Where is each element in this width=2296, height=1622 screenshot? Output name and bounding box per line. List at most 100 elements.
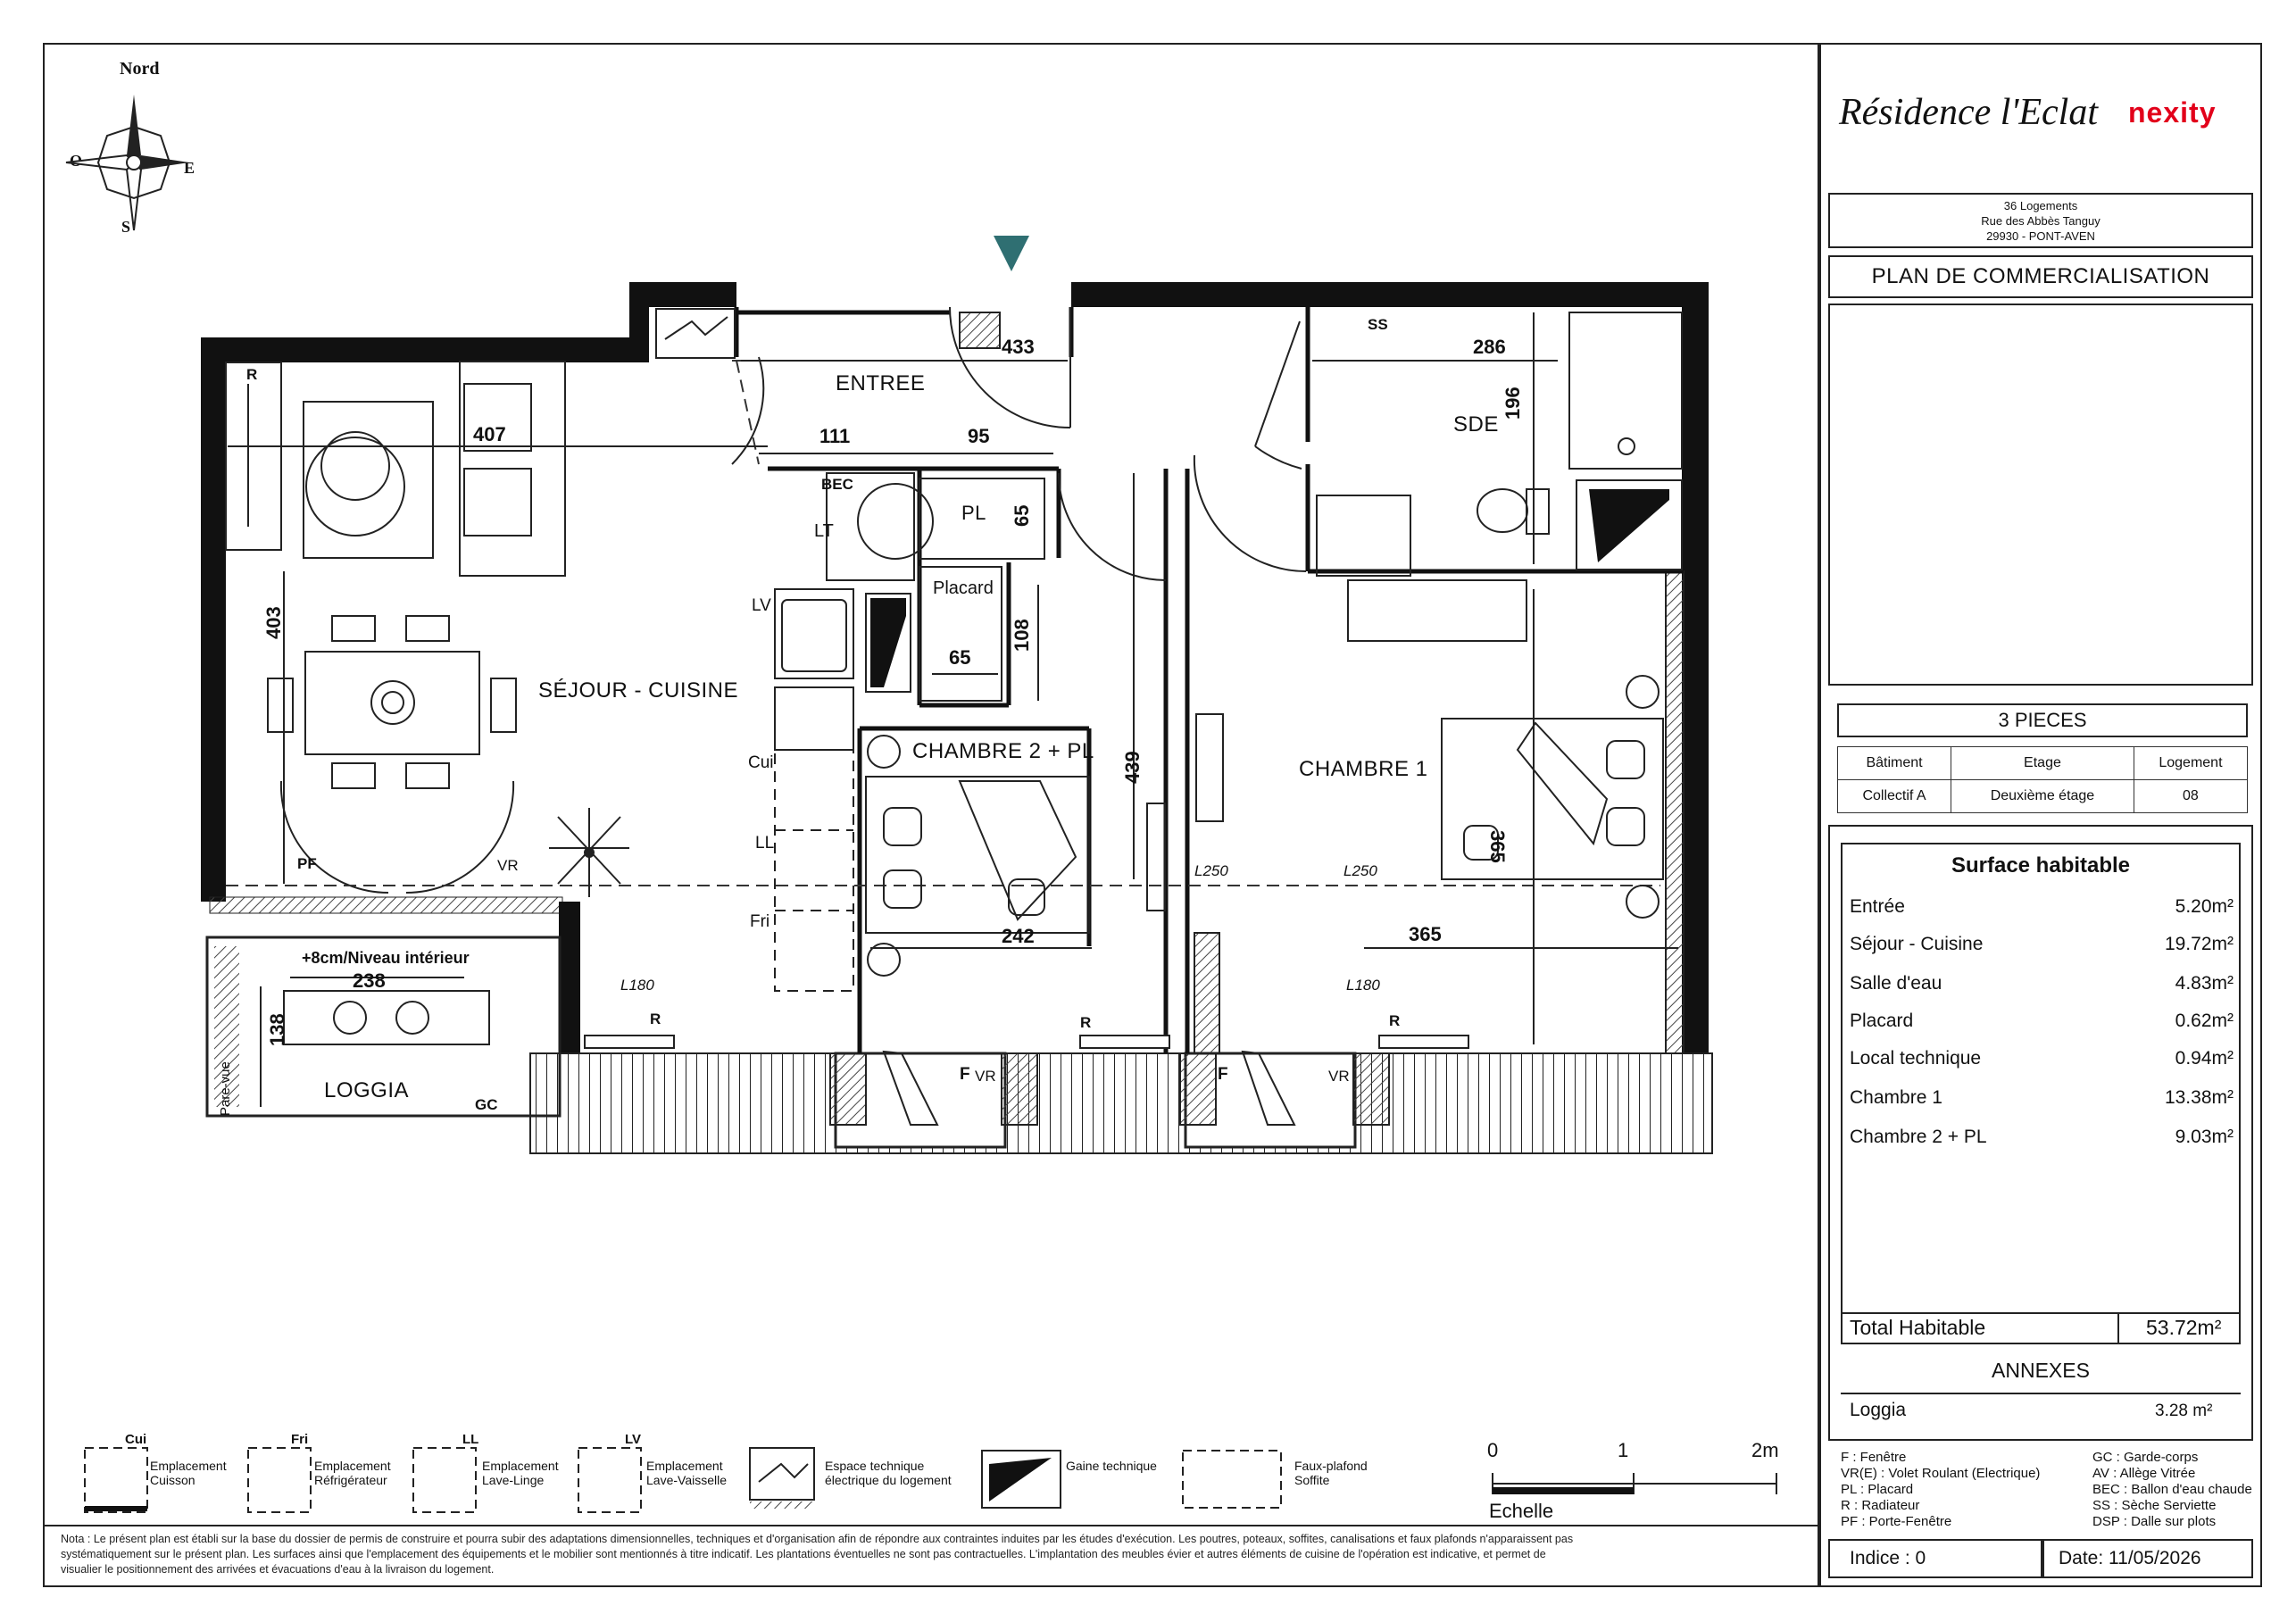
dim-365b: 365 [1409, 923, 1442, 945]
surface-row-local-technique: Local technique 0.94m² [1850, 1048, 2234, 1069]
footer-note: Nota : Le présent plan est établi sur la… [61, 1532, 1810, 1577]
surface-row-name: Entrée [1850, 896, 1905, 917]
mark-l250-a: L250 [1194, 862, 1228, 879]
legend-gaine-technique: Gaine technique [1066, 1459, 1157, 1473]
drawing-frame [43, 43, 1819, 1587]
dim-403: 403 [262, 606, 285, 639]
mark-r-sejour-bottom: R [650, 1011, 661, 1027]
surface-inner-box [1841, 843, 2241, 1343]
compass-south-label: S [121, 218, 131, 236]
abbr-f: F : Fenêtre [1841, 1450, 1907, 1465]
info-header-batiment: Bâtiment [1836, 746, 1952, 780]
mark-ll: LL [755, 834, 775, 853]
dim-433: 433 [1002, 336, 1035, 358]
dim-238: 238 [353, 969, 386, 992]
mark-l180-b: L180 [1346, 977, 1380, 994]
mark-r-sejour: R [246, 366, 258, 383]
nexity-logo: nexity [2128, 96, 2217, 129]
surface-row-entree: Entrée 5.20m² [1850, 896, 2234, 918]
annexes-title: ANNEXES [1992, 1359, 2090, 1382]
note-line3: visualier le positionnement des arrivées… [61, 1563, 495, 1576]
type-label: 3 PIECES [1998, 709, 2087, 731]
mark-r-chambre2: R [1080, 1014, 1092, 1031]
surface-row-name: Salle d'eau [1850, 973, 1942, 994]
legend-text-line: Lave-Linge [482, 1473, 545, 1487]
residence-logo: Résidence l'Eclat [1839, 92, 2099, 133]
mark-pare-vue: Pare-vue [218, 1061, 233, 1116]
mark-f-chambre2: F [960, 1065, 970, 1084]
annexe-loggia-value: 3.28 m² [2155, 1402, 2213, 1420]
total-label: Total Habitable [1850, 1316, 1986, 1339]
abbr-pf: PF : Porte-Fenêtre [1841, 1514, 1952, 1529]
total-value: 53.72m² [2146, 1316, 2222, 1339]
legend-text-line: Emplacement [150, 1459, 227, 1473]
mark-vr-chambre1: VR [1328, 1068, 1350, 1085]
abbr-r: R : Radiateur [1841, 1498, 1920, 1513]
room-label-loggia: LOGGIA [324, 1078, 410, 1102]
surface-row-value: 0.94m² [2175, 1048, 2234, 1069]
mark-r-chambre1: R [1389, 1012, 1401, 1029]
dim-111: 111 [819, 425, 851, 447]
abbr-bec: BEC : Ballon d'eau chaude [2092, 1482, 2252, 1497]
surface-row-name: Chambre 1 [1850, 1087, 1942, 1108]
surface-row-value: 4.83m² [2175, 973, 2234, 994]
surface-row-salle-deau: Salle d'eau 4.83m² [1850, 973, 2234, 994]
room-label-chambre2: CHAMBRE 2 + PL [912, 739, 1094, 763]
surface-row-value: 19.72m² [2164, 934, 2234, 954]
label-placard: Placard [933, 578, 994, 598]
legend-text-line: Emplacement [646, 1459, 723, 1473]
dim-196: 196 [1502, 387, 1524, 420]
legend-tag-ll: LL [462, 1432, 479, 1447]
surface-row-value: 0.62m² [2175, 1011, 2234, 1031]
mark-pf: PF [297, 855, 317, 872]
label-pl: PL [961, 502, 986, 524]
legend-text-line: Emplacement [314, 1459, 391, 1473]
surface-row-placard: Placard 0.62m² [1850, 1011, 2234, 1032]
abbreviations-right: GC : Garde-corps AV : Allège Vitrée BEC … [2092, 1450, 2252, 1530]
index-label: Indice : 0 [1850, 1548, 1926, 1568]
legend-tag-lv: LV [625, 1432, 642, 1447]
address-line2: Rue des Abbès Tanguy [1981, 214, 2101, 228]
plan-title-box: PLAN DE COMMERCIALISATION [1828, 255, 2253, 298]
mark-niveau: +8cm/Niveau intérieur [302, 949, 470, 967]
dim-286: 286 [1473, 336, 1506, 358]
dim-65b: 65 [949, 646, 971, 669]
mark-vr-sejour: VR [497, 857, 519, 874]
info-value-batiment: Collectif A [1836, 779, 1952, 813]
dim-65a: 65 [1011, 504, 1033, 527]
info-table: Bâtiment Etage Logement Collectif A Deux… [1836, 746, 2249, 813]
abbreviations-left: F : Fenêtre VR(E) : Volet Roulant (Elect… [1841, 1450, 2040, 1530]
legend-tag-cui: Cui [125, 1432, 147, 1447]
mark-ss: SS [1368, 316, 1388, 333]
dim-108: 108 [1011, 619, 1033, 652]
legend-text-line: Cuisson [150, 1473, 195, 1487]
keyplan-lot-label: 08 [2069, 530, 2090, 550]
date-label: Date: 11/05/2026 [2059, 1548, 2201, 1568]
surface-row-value: 5.20m² [2175, 896, 2234, 917]
legend-text-line: électrique du logement [825, 1473, 952, 1487]
surface-row-name: Placard [1850, 1011, 1914, 1031]
surface-row-name: Local technique [1850, 1048, 1982, 1069]
index-box [1828, 1539, 2042, 1578]
room-label-sde: SDE [1453, 412, 1499, 437]
scale-tick-0: 0 [1487, 1439, 1499, 1461]
label-lt: LT [814, 521, 834, 541]
legend-text-line: Emplacement [482, 1459, 559, 1473]
entrance-marker-icon [994, 236, 1029, 271]
surface-title: Surface habitable [1951, 853, 2131, 878]
legend-text-line: Espace technique [825, 1459, 925, 1473]
legend-text-line: Lave-Vaisselle [646, 1473, 728, 1487]
abbr-dsp: DSP : Dalle sur plots [2092, 1514, 2217, 1529]
legend-tag-fri: Fri [291, 1432, 309, 1447]
address-line1: 36 Logements [2003, 199, 2078, 212]
legend-text-line: Réfrigérateur [314, 1473, 387, 1487]
scale-tick-2: 2m [1751, 1439, 1779, 1461]
mark-l250-b: L250 [1343, 862, 1377, 879]
abbr-pl: PL : Placard [1841, 1482, 1914, 1497]
legend-text-line: Gaine technique [1066, 1459, 1157, 1473]
